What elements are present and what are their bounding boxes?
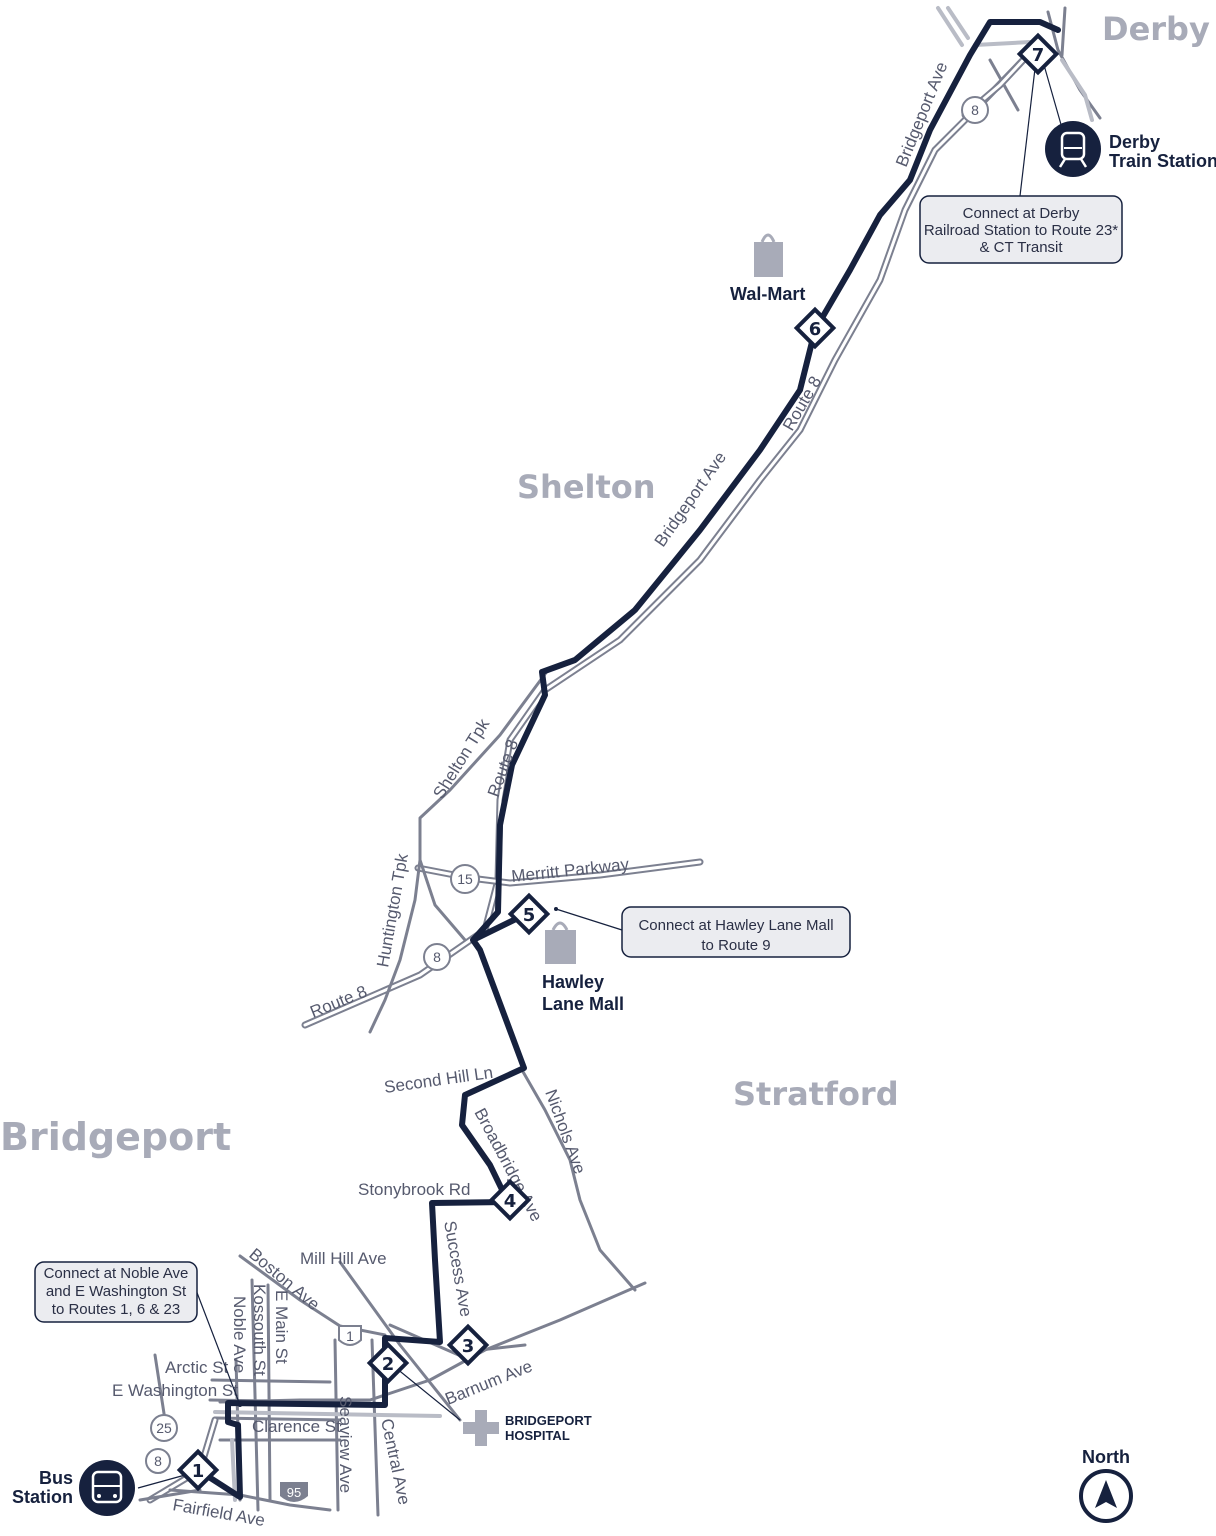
- street-label-fairfield-ave: Fairfield Ave: [171, 1495, 266, 1530]
- svg-text:8: 8: [971, 102, 979, 118]
- stop-marker-2[interactable]: 2: [366, 1341, 410, 1385]
- svg-text:to Routes 1, 6 & 23: to Routes 1, 6 & 23: [52, 1301, 180, 1318]
- hospital-cross-icon: [463, 1410, 499, 1446]
- nichols-ave: [520, 1068, 637, 1292]
- diamond-stop-icon: [1016, 32, 1060, 76]
- stop-marker-1[interactable]: 1: [176, 1448, 220, 1492]
- shield-route15: 15: [450, 864, 480, 894]
- svg-text:7: 7: [1032, 45, 1045, 66]
- shield-route25: 25: [150, 1414, 178, 1442]
- street-label-e-main-st: E Main St: [272, 1290, 291, 1364]
- svg-text:95: 95: [287, 1485, 301, 1500]
- svg-text:to Route 9: to Route 9: [701, 937, 770, 954]
- bus-route-line: [195, 19, 1061, 1500]
- shield-route8-south: 8: [145, 1448, 171, 1474]
- diamond-stop-icon: [176, 1448, 220, 1492]
- street-label-huntington-tpk: Huntington Tpk: [373, 852, 412, 969]
- svg-text:3: 3: [462, 1336, 475, 1357]
- street-label-success-ave: Success Ave: [440, 1219, 476, 1318]
- svg-text:Railroad Station to Route 23*: Railroad Station to Route 23*: [924, 222, 1118, 239]
- street-label-noble-ave: Noble Ave: [230, 1296, 249, 1373]
- bus-icon: [79, 1460, 135, 1516]
- svg-text:25: 25: [156, 1420, 172, 1436]
- walmart-poi[interactable]: Wal-Mart: [730, 233, 805, 304]
- shield-us1: 1: [338, 1325, 362, 1346]
- shield-route8-north: 8: [961, 96, 989, 124]
- town-label-shelton: Shelton: [517, 468, 656, 506]
- bus-station-poi[interactable]: Bus Station: [12, 1460, 135, 1516]
- street-label-merritt-parkway: Merritt Parkway: [510, 855, 630, 886]
- diamond-stop-icon: [446, 1323, 490, 1367]
- derby-station-label-line1: Derby: [1109, 132, 1160, 152]
- i95-road: [168, 1488, 332, 1512]
- north-compass: North: [1079, 1447, 1133, 1523]
- street-label-central-ave: Central Ave: [377, 1417, 414, 1507]
- svg-text:Connect at Hawley Lane Mall: Connect at Hawley Lane Mall: [638, 917, 833, 934]
- compass-label: North: [1082, 1447, 1130, 1467]
- svg-text:15: 15: [457, 871, 473, 887]
- train-icon: [1045, 121, 1101, 177]
- hospital-label-line1: BRIDGEPORT: [505, 1413, 592, 1428]
- street-label-arctic-st: Arctic St: [165, 1358, 229, 1377]
- street-label-route8-west: Route 8: [307, 982, 369, 1022]
- svg-text:6: 6: [809, 319, 822, 340]
- shield-i95: 95: [280, 1482, 308, 1502]
- stop-marker-3[interactable]: 3: [446, 1323, 490, 1367]
- derby-train-station-poi[interactable]: Derby Train Station: [1045, 121, 1216, 177]
- diamond-stop-icon: [793, 306, 837, 350]
- town-label-stratford: Stratford: [733, 1075, 899, 1113]
- street-label-nichols-ave: Nichols Ave: [541, 1087, 589, 1177]
- svg-text:8: 8: [433, 949, 441, 965]
- walmart-label: Wal-Mart: [730, 284, 805, 304]
- shelton-tpk: [418, 668, 550, 942]
- stop-marker-6[interactable]: 6: [793, 306, 837, 350]
- hawley-lane-mall-poi[interactable]: Hawley Lane Mall: [542, 921, 624, 1014]
- derby-station-leader: [1043, 64, 1063, 129]
- diamond-stop-icon: [488, 1178, 532, 1222]
- street-label-e-washington-st: E Washington St: [112, 1381, 238, 1400]
- svg-text:8: 8: [154, 1453, 162, 1469]
- bus-station-label-line1: Bus: [39, 1468, 73, 1488]
- town-label-bridgeport: Bridgeport: [0, 1115, 231, 1159]
- hospital-label-line2: HOSPITAL: [505, 1428, 570, 1443]
- stop-marker-4[interactable]: 4: [488, 1178, 532, 1222]
- street-label-seaview-ave: Seaview Ave: [336, 1396, 355, 1493]
- shopping-bag-icon: [545, 921, 576, 964]
- diamond-stop-icon: [507, 892, 551, 936]
- diamond-stop-icon: [366, 1341, 410, 1385]
- shopping-bag-icon: [754, 233, 783, 277]
- callout-hawley-connection: Connect at Hawley Lane Mall to Route 9: [554, 906, 851, 958]
- callout-derby-connection: Connect at Derby Railroad Station to Rou…: [919, 59, 1123, 264]
- street-label-stonybrook-rd: Stonybrook Rd: [358, 1180, 470, 1199]
- svg-text:Connect at Noble Ave: Connect at Noble Ave: [44, 1265, 189, 1282]
- bridgeport-hospital-poi[interactable]: BRIDGEPORT HOSPITAL: [463, 1410, 592, 1446]
- street-label-kossouth-st: Kossouth St: [250, 1284, 269, 1376]
- callout-noble-connection: Connect at Noble Ave and E Washington St…: [34, 1261, 242, 1407]
- derby-station-label-line2: Train Station: [1109, 151, 1216, 171]
- svg-text:and E Washington St: and E Washington St: [46, 1283, 187, 1300]
- svg-text:4: 4: [504, 1191, 517, 1212]
- street-label-clarence-st: Clarence St: [252, 1417, 341, 1436]
- hawley-label-line2: Lane Mall: [542, 994, 624, 1014]
- bus-station-label-line2: Station: [12, 1487, 73, 1507]
- svg-text:2: 2: [382, 1354, 395, 1375]
- shield-route8-mid: 8: [423, 943, 451, 971]
- street-label-mill-hill-ave: Mill Hill Ave: [300, 1249, 387, 1268]
- north-arrow-icon: [1079, 1469, 1133, 1523]
- stop-marker-7[interactable]: 7: [1016, 32, 1060, 76]
- svg-text:1: 1: [192, 1461, 205, 1482]
- svg-text:1: 1: [346, 1328, 354, 1344]
- town-label-derby: Derby: [1102, 10, 1210, 48]
- svg-text:& CT Transit: & CT Transit: [979, 239, 1063, 256]
- hawley-label-line1: Hawley: [542, 972, 604, 992]
- huntington-tpk: [368, 858, 422, 1034]
- svg-text:5: 5: [523, 905, 536, 926]
- svg-text:Connect at Derby: Connect at Derby: [963, 205, 1080, 222]
- boston-ave: [238, 1254, 387, 1337]
- stop-marker-5[interactable]: 5: [507, 892, 551, 936]
- street-label-shelton-tpk: Shelton Tpk: [429, 715, 493, 802]
